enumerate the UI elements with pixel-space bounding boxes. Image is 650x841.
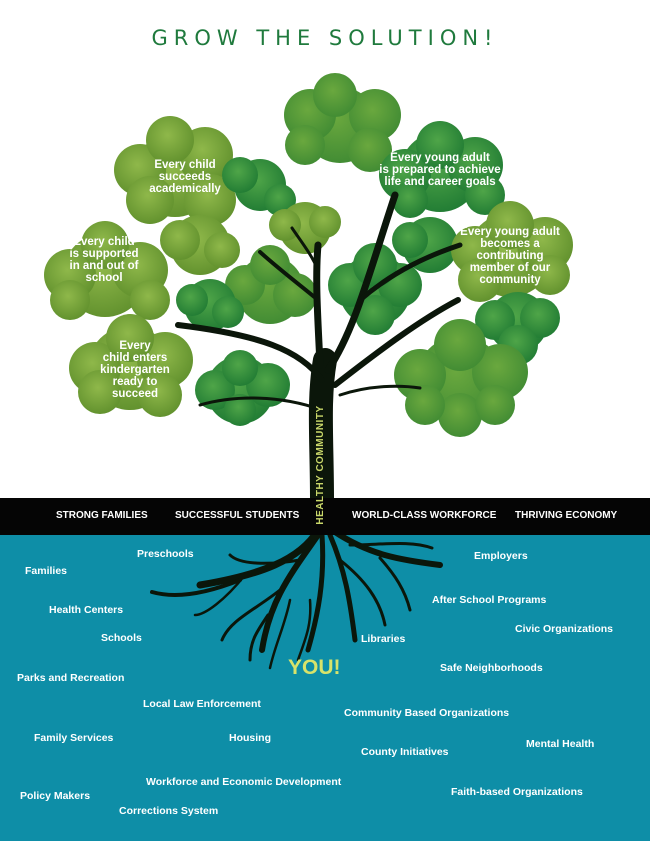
resource-faith-based: Faith-based Organizations	[451, 786, 583, 798]
resource-mental-health: Mental Health	[526, 738, 595, 750]
center-you: YOU!	[288, 656, 341, 679]
page-title: GROW THE SOLUTION!	[151, 26, 499, 50]
resource-housing: Housing	[229, 732, 271, 744]
resource-safe-neighborhoods: Safe Neighborhoods	[440, 662, 543, 674]
resource-civic: Civic Organizations	[515, 623, 614, 635]
resource-family-services: Family Services	[34, 732, 114, 744]
resource-health-centers: Health Centers	[49, 604, 124, 616]
resource-after-school: After School Programs	[432, 594, 547, 606]
outcomes-band: STRONG FAMILIES SUCCESSFUL STUDENTS WORL…	[0, 498, 650, 535]
resource-employers: Employers	[474, 550, 528, 562]
resource-libraries: Libraries	[361, 633, 406, 645]
resource-county: County Initiatives	[361, 746, 449, 758]
goal-academic: Every child succeeds academically	[149, 159, 221, 195]
resource-parks: Parks and Recreation	[17, 672, 125, 684]
foliage	[44, 73, 573, 437]
resource-corrections: Corrections System	[119, 805, 219, 817]
resource-policy-makers: Policy Makers	[20, 790, 91, 802]
goal-kindergarten: Every child enters kindergarten ready to…	[100, 340, 170, 400]
resource-community-orgs: Community Based Organizations	[344, 707, 510, 719]
resource-families: Families	[25, 565, 68, 577]
resource-preschools: Preschools	[137, 548, 194, 560]
soil-area	[0, 535, 650, 841]
resource-workforce: Workforce and Economic Development	[146, 776, 342, 788]
band-thriving-economy: THRIVING ECONOMY	[515, 510, 618, 521]
goal-career: Every young adult is prepared to achieve…	[379, 152, 501, 188]
goal-supported: Every child is supported in and out of s…	[69, 236, 139, 284]
band-successful-students: SUCCESSFUL STUDENTS	[175, 510, 300, 521]
branches	[175, 191, 463, 512]
band-world-class-workforce: WORLD-CLASS WORKFORCE	[352, 510, 497, 521]
band-strong-families: STRONG FAMILIES	[56, 510, 148, 521]
goal-contributing: Every young adult becomes a contributing…	[460, 226, 560, 286]
resource-schools: Schools	[101, 632, 142, 644]
trunk-label: HEALTHY COMMUNITY	[315, 405, 326, 525]
roots	[150, 526, 443, 670]
resource-law-enforcement: Local Law Enforcement	[143, 698, 261, 710]
